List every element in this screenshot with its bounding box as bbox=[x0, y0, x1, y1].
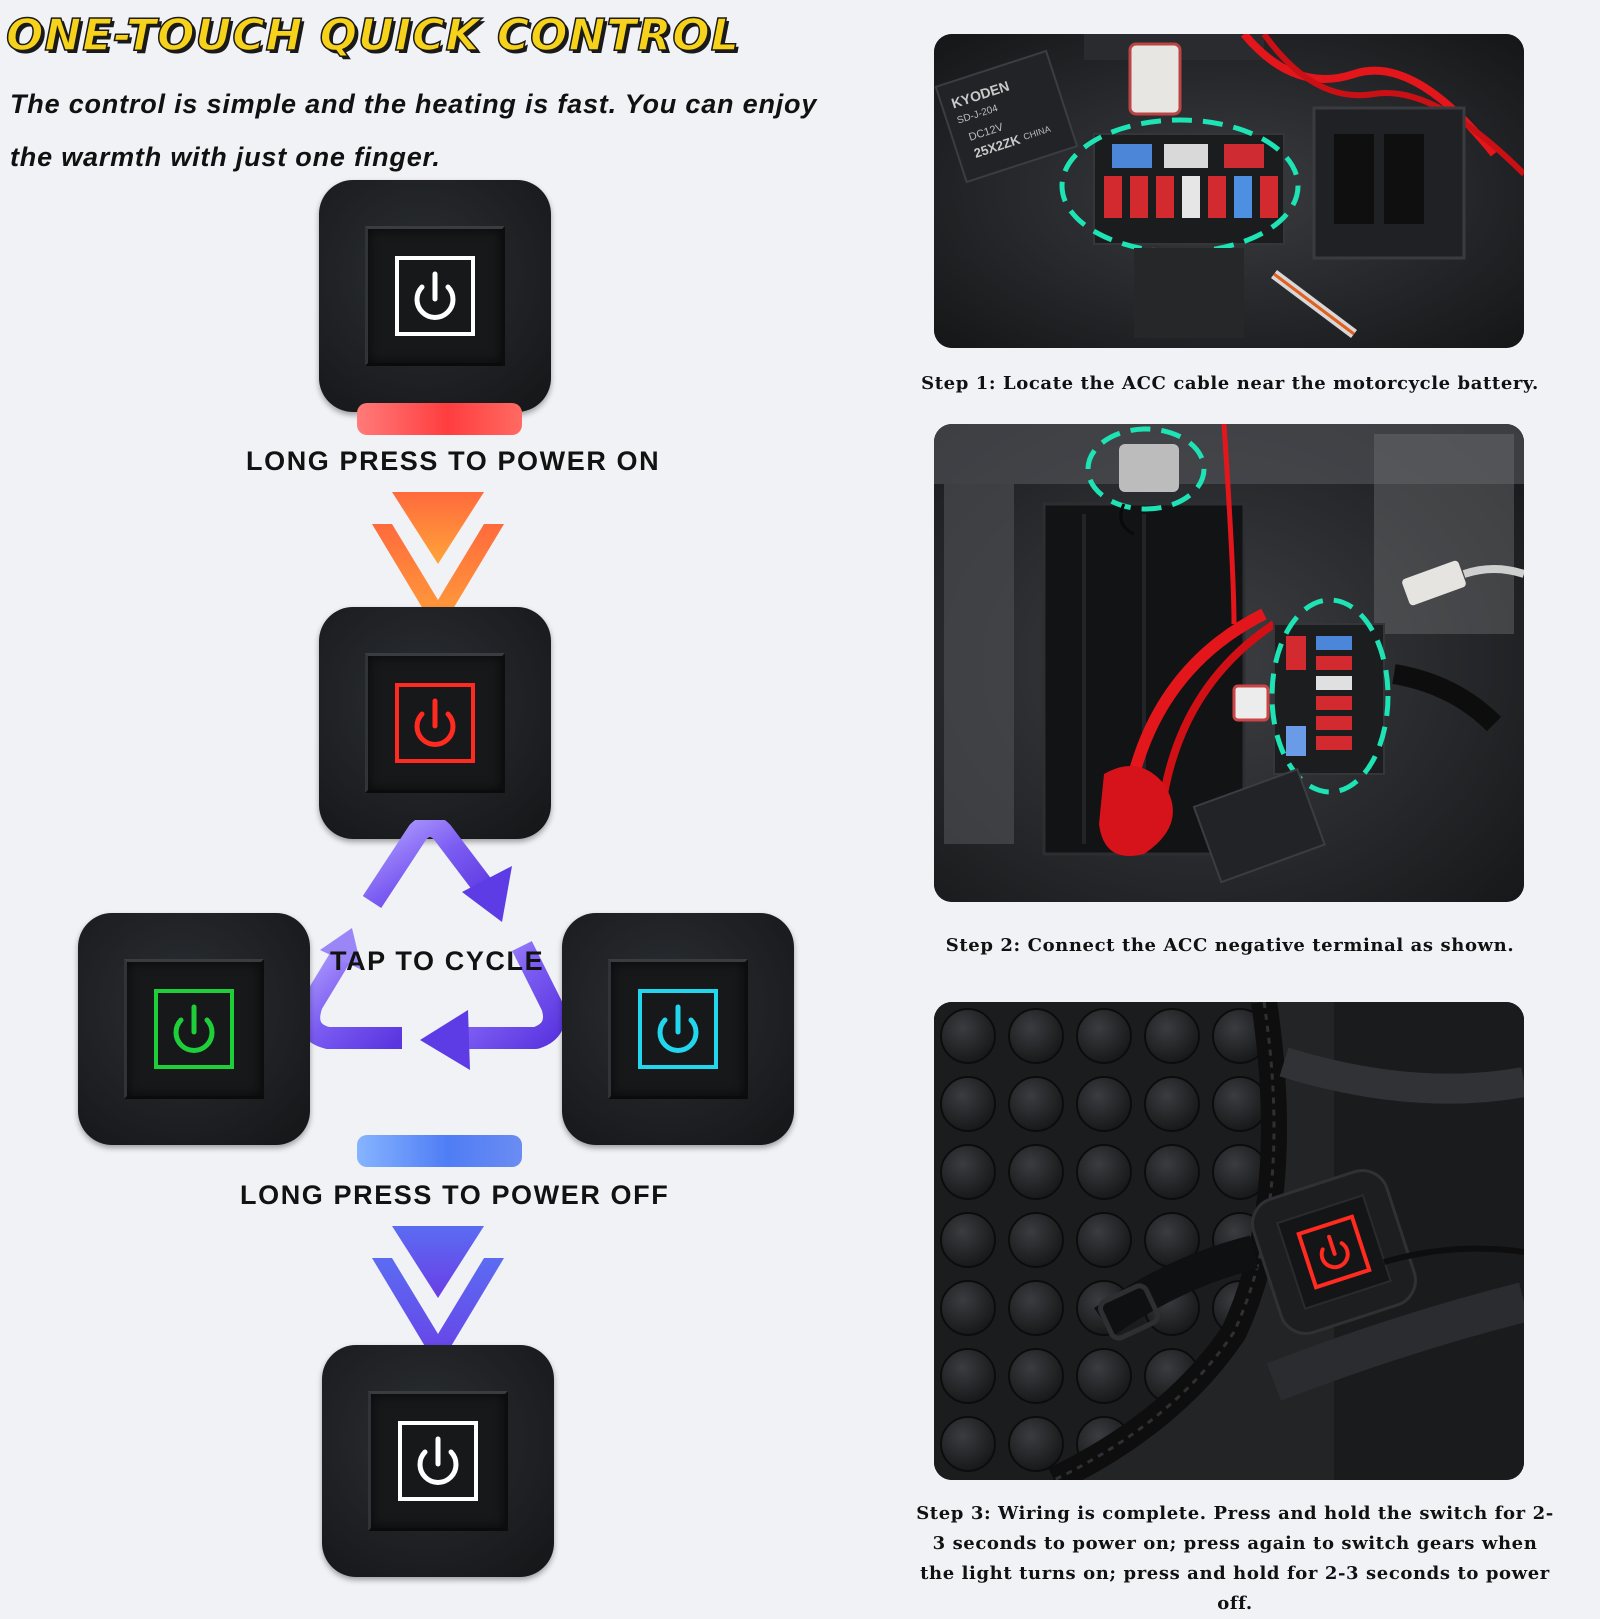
switch-low-state bbox=[562, 913, 794, 1145]
arrow-down-icon bbox=[372, 492, 504, 634]
power-icon bbox=[395, 256, 475, 336]
tap-to-cycle-label: TAP TO CYCLE bbox=[330, 946, 545, 976]
switch-high-state bbox=[319, 607, 551, 839]
power-off-label: LONG PRESS TO POWER OFF bbox=[240, 1180, 670, 1210]
fuse-box-photo: KYODEN SD-J-204 DC12V 25X2ZK CHINA bbox=[934, 34, 1524, 348]
step-2-caption: Step 2: Connect the ACC negative termina… bbox=[945, 935, 1515, 956]
switch-off-state bbox=[319, 180, 551, 412]
subtitle: The control is simple and the heating is… bbox=[10, 89, 818, 172]
power-icon bbox=[398, 1421, 478, 1501]
step-3-caption: Step 3: Wiring is complete. Press and ho… bbox=[916, 1503, 1554, 1614]
power-icon-green bbox=[154, 989, 234, 1069]
switch-medium-state bbox=[78, 913, 310, 1145]
power-icon-cyan bbox=[638, 989, 718, 1069]
headline: ONE-TOUCH QUICK CONTROL bbox=[5, 9, 740, 62]
battery-connection-photo bbox=[934, 424, 1524, 902]
power-on-label: LONG PRESS TO POWER ON bbox=[246, 446, 661, 476]
step-1-caption: Step 1: Locate the ACC cable near the mo… bbox=[921, 373, 1539, 394]
power-icon-red bbox=[395, 683, 475, 763]
installed-switch-photo bbox=[934, 1002, 1524, 1480]
arrow-down-icon bbox=[372, 1226, 504, 1368]
cycle-arrows-icon bbox=[298, 820, 565, 1070]
switch-off-state bbox=[322, 1345, 554, 1577]
power-on-indicator-bar bbox=[357, 403, 522, 435]
power-off-indicator-bar bbox=[357, 1135, 522, 1167]
